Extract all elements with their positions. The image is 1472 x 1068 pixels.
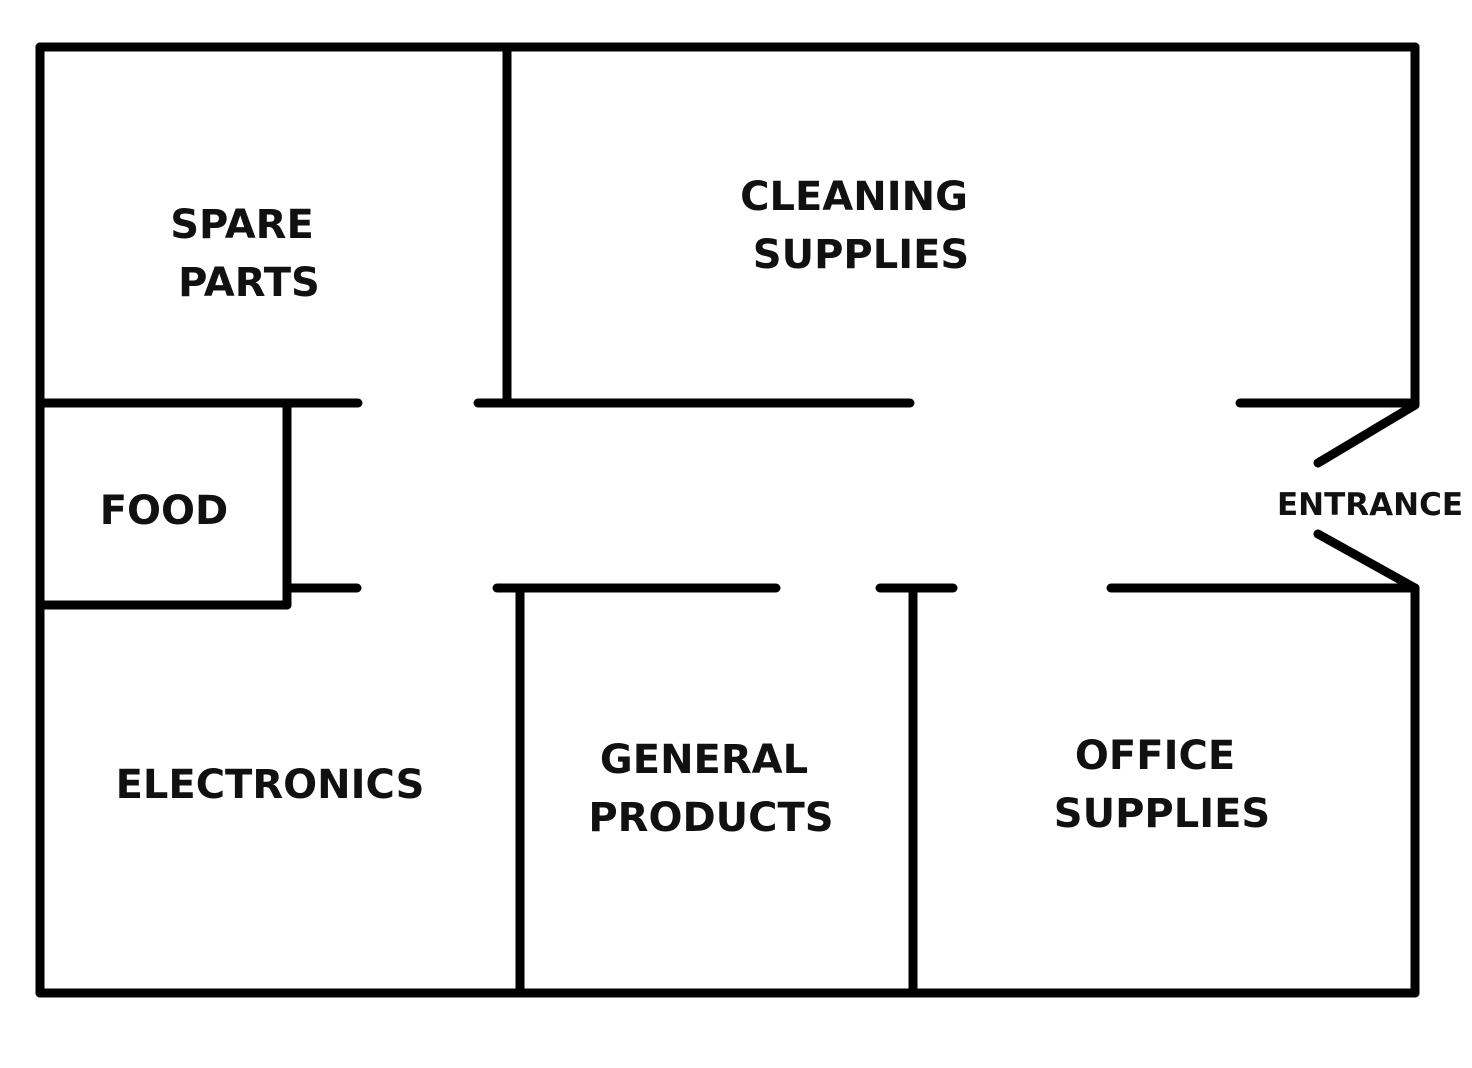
- entrance-door-flap-lower: [1313, 529, 1420, 593]
- outer-walls: [35, 42, 1420, 998]
- room-label-spare-parts-line2: PARTS: [178, 260, 320, 306]
- room-label-spare-parts: SPARE PARTS: [170, 202, 327, 306]
- room-label-food-line1: FOOD: [100, 488, 229, 534]
- room-label-office-supplies: OFFICE SUPPLIES: [1054, 733, 1270, 837]
- entrance-door-flap-upper: [1313, 400, 1420, 468]
- room-label-cleaning-supplies-line1: CLEANING: [740, 174, 968, 220]
- room-label-general-products-line1: GENERAL: [600, 737, 808, 783]
- room-label-food: FOOD: [100, 488, 229, 534]
- room-label-general-products-line2: PRODUCTS: [588, 795, 833, 841]
- corridor-lower-walls: [282, 583, 1420, 998]
- room-label-office-supplies-line1: OFFICE: [1075, 733, 1235, 779]
- room-label-electronics-line1: ELECTRONICS: [116, 762, 425, 808]
- room-label-general-products: GENERAL PRODUCTS: [588, 737, 833, 841]
- room-label-cleaning-supplies: CLEANING SUPPLIES: [740, 174, 982, 278]
- food-room-walls: [35, 398, 292, 610]
- room-label-spare-parts-line1: SPARE: [170, 202, 314, 248]
- room-label-electronics: ELECTRONICS: [116, 762, 425, 808]
- room-label-office-supplies-line2: SUPPLIES: [1054, 791, 1270, 837]
- room-label-cleaning-supplies-line2: SUPPLIES: [753, 232, 969, 278]
- entrance-label: ENTRANCE: [1277, 487, 1463, 523]
- entrance-door: [1313, 400, 1420, 593]
- corridor-upper-walls: [35, 42, 1420, 408]
